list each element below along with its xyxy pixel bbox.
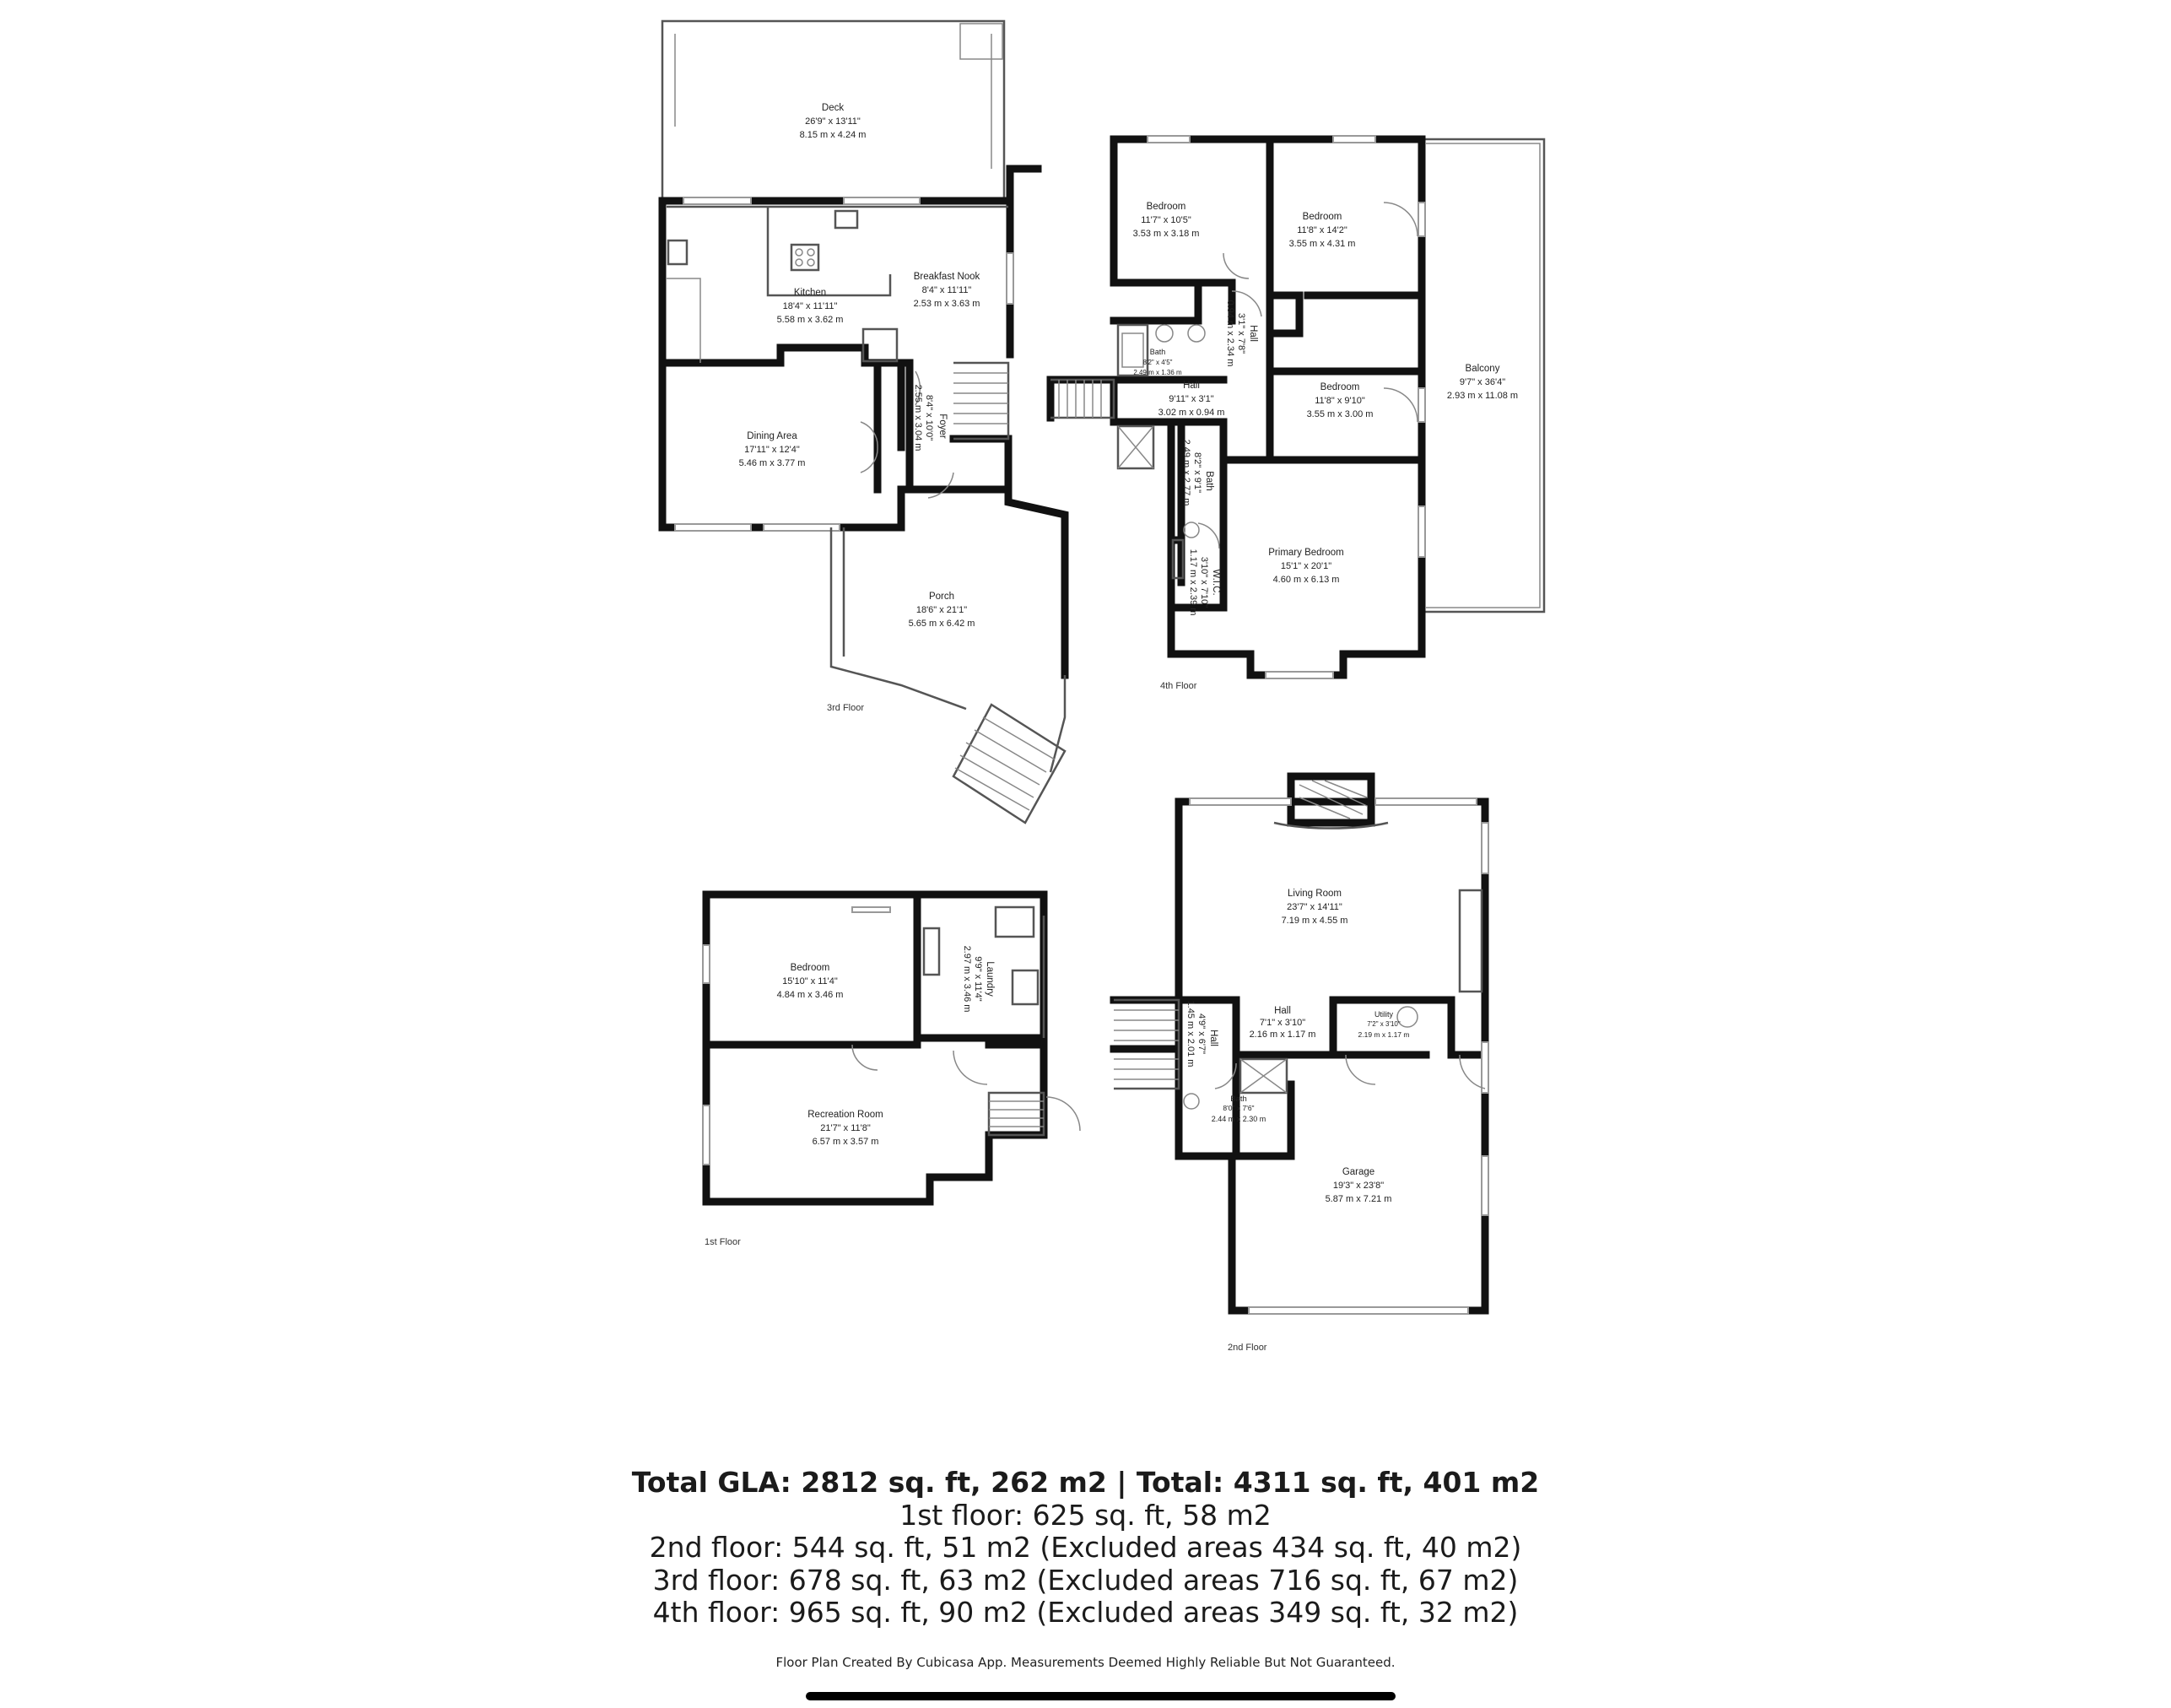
bedroom-4b-imperial: 11'8" x 14'2" (1297, 225, 1347, 235)
balcony-imperial: 9'7" x 36'4" (1460, 377, 1505, 387)
kitchen-imperial: 18'4" x 11'11" (783, 301, 838, 311)
summary-total: Total GLA: 2812 sq. ft, 262 m2 | Total: … (631, 1466, 1540, 1499)
utility-metric: 2.19 m x 1.17 m (1358, 1030, 1410, 1039)
hall-4b-name: Hall (1183, 381, 1200, 391)
hall-2a-imperial: 7'1" x 3'10" (1260, 1018, 1305, 1028)
bedroom-4a-metric: 3.53 m x 3.18 m (1133, 229, 1200, 239)
hall-2b-imperial: 4'9" x 6'7" (1196, 1013, 1207, 1054)
living-room-name: Living Room (1288, 889, 1342, 899)
bath-2-name: Bath (1230, 1095, 1247, 1104)
summary-fourth-floor: 4th floor: 965 sq. ft, 90 m2 (Excluded a… (652, 1596, 1519, 1629)
home-indicator-bar[interactable] (806, 1692, 1396, 1700)
hall-4b-metric: 3.02 m x 0.94 m (1158, 408, 1225, 418)
bedroom-4c-metric: 3.55 m x 3.00 m (1307, 409, 1374, 419)
fourth-floor-label: 4th Floor (1160, 681, 1197, 691)
third-floor-plan: Deck 26'9" x 13'11" 8.15 m x 4.24 m Kitc… (658, 19, 1069, 824)
kitchen-metric: 5.58 m x 3.62 m (777, 315, 844, 325)
primary-bedroom-imperial: 15'1" x 20'1" (1281, 561, 1331, 571)
bedroom-4a-imperial: 11'7" x 10'5" (1141, 215, 1191, 225)
bedroom-1-name: Bedroom (791, 963, 830, 973)
hall-2a-name: Hall (1274, 1006, 1291, 1016)
laundry-name: Laundry (985, 961, 995, 997)
garage-name: Garage (1342, 1167, 1374, 1177)
dining-imperial: 17'11" x 12'4" (744, 445, 800, 455)
recreation-room-metric: 6.57 m x 3.57 m (813, 1137, 879, 1147)
third-floor-label: 3rd Floor (827, 703, 864, 713)
hall-2b-name: Hall (1208, 1030, 1218, 1046)
disclaimer: Floor Plan Created By Cubicasa App. Meas… (775, 1655, 1396, 1670)
dining-metric: 5.46 m x 3.77 m (739, 458, 806, 468)
recreation-room-imperial: 21'7" x 11'8" (820, 1123, 871, 1133)
deck-imperial: 26'9" x 13'11" (805, 116, 861, 127)
hall-4a-metric: 0.94 m x 2.34 m (1225, 300, 1235, 367)
bath-4a-metric: 2.49 m x 1.36 m (1133, 369, 1182, 376)
hall-4a-imperial: 3'1" x 7'8" (1236, 313, 1246, 354)
bath-4a-name: Bath (1150, 348, 1166, 356)
area-summary: Total GLA: 2812 sq. ft, 262 m2 | Total: … (0, 1466, 2171, 1630)
second-floor-label: 2nd Floor (1228, 1343, 1267, 1353)
first-floor-label: 1st Floor (705, 1237, 741, 1247)
dining-name: Dining Area (747, 431, 797, 441)
porch-name: Porch (929, 592, 954, 602)
foyer-name: Foyer (937, 413, 948, 439)
hall-2b-metric: 1.45 m x 2.01 m (1185, 1001, 1196, 1068)
hall-4a-name: Hall (1248, 325, 1258, 342)
bedroom-4c-imperial: 11'8" x 9'10" (1315, 396, 1365, 406)
kitchen-name: Kitchen (794, 288, 826, 298)
bedroom-4a-name: Bedroom (1147, 202, 1186, 212)
bedroom-4b-metric: 3.55 m x 4.31 m (1289, 239, 1356, 249)
utility-name: Utility (1374, 1010, 1393, 1019)
living-room-imperial: 23'7" x 14'11" (1287, 902, 1342, 912)
porch-metric: 5.65 m x 6.42 m (909, 619, 975, 629)
deck-name: Deck (822, 103, 844, 113)
garage-metric: 5.87 m x 7.21 m (1326, 1194, 1392, 1204)
wic-imperial: 3'10" x 7'10" (1199, 557, 1209, 608)
porch-imperial: 18'6" x 21'1" (916, 605, 967, 615)
bedroom-1-imperial: 15'10" x 11'4" (782, 976, 838, 986)
nook-imperial: 8'4" x 11'11" (922, 285, 972, 295)
primary-bedroom-metric: 4.60 m x 6.13 m (1273, 575, 1340, 585)
bedroom-4b-name: Bedroom (1303, 212, 1342, 222)
wic-metric: 1.17 m x 2.39 m (1188, 549, 1198, 616)
bath-4a-imperial: 8'2" x 4'5" (1143, 359, 1173, 366)
foyer-imperial: 8'4" x 10'0" (924, 395, 934, 441)
summary-first-floor: 1st floor: 625 sq. ft, 58 m2 (899, 1498, 1272, 1532)
utility-imperial: 7'2" x 3'10" (1367, 1020, 1401, 1028)
bedroom-4c-name: Bedroom (1320, 382, 1360, 392)
fourth-floor-plan: Bedroom 11'7" x 10'5" 3.53 m x 3.18 m Be… (1046, 135, 1546, 691)
wic-name: W.I.C. (1211, 569, 1221, 595)
hall-4b-imperial: 9'11" x 3'1" (1169, 394, 1213, 404)
bedroom-1-metric: 4.84 m x 3.46 m (777, 990, 844, 1000)
nook-metric: 2.53 m x 3.63 m (914, 299, 980, 309)
bath-2-metric: 2.44 m x 2.30 m (1212, 1115, 1266, 1123)
living-room-metric: 7.19 m x 4.55 m (1282, 916, 1348, 926)
bath-2-imperial: 8'0" x 7'6" (1223, 1104, 1254, 1112)
laundry-imperial: 9'9" x 11'4" (973, 956, 983, 1001)
nook-name: Breakfast Nook (914, 272, 980, 282)
laundry-metric: 2.97 m x 3.46 m (962, 946, 972, 1013)
balcony-name: Balcony (1466, 364, 1500, 374)
first-floor-plan: Bedroom 15'10" x 11'4" 4.84 m x 3.46 m L… (702, 890, 1081, 1247)
recreation-room-name: Recreation Room (807, 1110, 883, 1120)
bath-4b-metric: 2.49 m x 2.77 m (1181, 440, 1191, 506)
summary-second-floor: 2nd floor: 544 sq. ft, 51 m2 (Excluded a… (649, 1531, 1522, 1564)
deck-metric: 8.15 m x 4.24 m (800, 130, 867, 140)
hall-2a-metric: 2.16 m x 1.17 m (1250, 1030, 1316, 1040)
foyer-metric: 2.55 m x 3.04 m (913, 385, 923, 451)
second-floor-plan: Living Room 23'7" x 14'11" 7.19 m x 4.55… (1110, 772, 1489, 1353)
garage-imperial: 19'3" x 23'8" (1333, 1181, 1384, 1191)
bath-4b-imperial: 8'2" x 9'1" (1192, 452, 1202, 493)
primary-bedroom-name: Primary Bedroom (1268, 548, 1343, 558)
balcony-metric: 2.93 m x 11.08 m (1447, 391, 1518, 401)
summary-third-floor: 3rd floor: 678 sq. ft, 63 m2 (Excluded a… (652, 1563, 1519, 1597)
bath-4b-name: Bath (1204, 471, 1214, 491)
